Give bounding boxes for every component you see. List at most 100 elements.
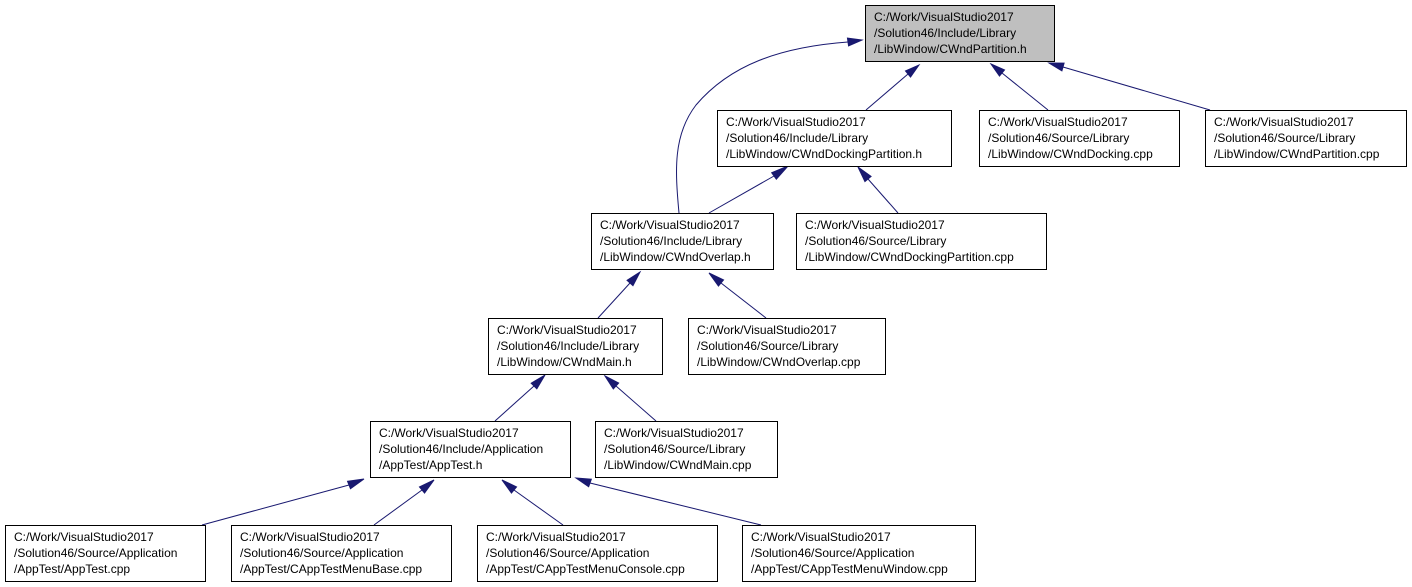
node-label-line: /Solution46/Include/Library: [600, 234, 742, 248]
arrowhead-icon: [846, 37, 864, 47]
node-label-line: /AppTest/CAppTestMenuBase.cpp: [240, 562, 422, 576]
file-node-cwndoverlap-h[interactable]: C:/Work/VisualStudio2017/Solution46/Incl…: [591, 213, 774, 270]
dependency-edge-n12-n8: [501, 479, 564, 526]
file-node-capptestmenubase-cpp[interactable]: C:/Work/VisualStudio2017/Solution46/Sour…: [231, 525, 452, 582]
node-label-line: /Solution46/Source/Application: [486, 546, 649, 560]
node-label-line: C:/Work/VisualStudio2017: [805, 218, 945, 232]
node-label-line: /Solution46/Source/Library: [988, 131, 1129, 145]
node-label-line: /Solution46/Source/Library: [697, 339, 838, 353]
root-node-cwndpartition-h[interactable]: C:/Work/VisualStudio2017/Solution46/Incl…: [865, 5, 1055, 62]
node-label-line: /Solution46/Source/Application: [14, 546, 177, 560]
node-box: [595, 421, 778, 478]
node-box: [979, 110, 1180, 167]
file-node-cwndpartition-cpp[interactable]: C:/Work/VisualStudio2017/Solution46/Sour…: [1205, 110, 1407, 167]
node-label-line: C:/Work/VisualStudio2017: [604, 426, 744, 440]
file-node-apptest-h[interactable]: C:/Work/VisualStudio2017/Solution46/Incl…: [370, 421, 571, 478]
node-label-line: C:/Work/VisualStudio2017: [751, 530, 891, 544]
node-label-line: C:/Work/VisualStudio2017: [697, 323, 837, 337]
node-label-line: C:/Work/VisualStudio2017: [497, 323, 637, 337]
node-label-line: /LibWindow/CWndDockingPartition.h: [726, 147, 922, 161]
edge-line: [720, 282, 767, 319]
arrowhead-icon: [708, 272, 725, 287]
node-label-line: C:/Work/VisualStudio2017: [874, 10, 1014, 24]
edge-line: [589, 482, 762, 526]
dependency-edge-n1-n0: [865, 63, 921, 111]
node-box: [231, 525, 452, 582]
file-node-cwndmain-h[interactable]: C:/Work/VisualStudio2017/Solution46/Incl…: [488, 318, 663, 375]
node-label-line: /LibWindow/CWndPartition.cpp: [1214, 147, 1380, 161]
dependency-edge-n7-n4: [708, 272, 767, 319]
file-node-cwnddockingpartition-cpp[interactable]: C:/Work/VisualStudio2017/Solution46/Sour…: [796, 213, 1047, 270]
node-label-line: C:/Work/VisualStudio2017: [988, 115, 1128, 129]
dependency-edge-n9-n6: [603, 374, 657, 422]
dependency-edge-n5-n1: [857, 166, 899, 214]
dependency-edge-n10-n8: [201, 478, 365, 526]
node-label-line: /Solution46/Source/Library: [805, 234, 946, 248]
dependency-edge-n2-n0: [989, 62, 1049, 111]
node-box: [477, 525, 718, 582]
node-label-line: C:/Work/VisualStudio2017: [486, 530, 626, 544]
node-label-line: /Solution46/Source/Application: [751, 546, 914, 560]
node-box: [717, 110, 952, 167]
arrowhead-icon: [1047, 62, 1065, 72]
node-label-line: /Solution46/Source/Application: [240, 546, 403, 560]
file-node-cwnddockingpartition-h[interactable]: C:/Work/VisualStudio2017/Solution46/Incl…: [717, 110, 952, 167]
arrowhead-icon: [603, 374, 620, 390]
arrowhead-icon: [857, 166, 872, 183]
arrowhead-icon: [574, 477, 593, 488]
dependency-edge-n4-n1: [708, 165, 789, 214]
edge-line: [494, 385, 535, 422]
node-label-line: /LibWindow/CWndDockingPartition.cpp: [805, 250, 1014, 264]
node-label-line: C:/Work/VisualStudio2017: [14, 530, 154, 544]
arrowhead-icon: [501, 479, 518, 494]
node-label-line: /Solution46/Include/Library: [497, 339, 639, 353]
node-label-line: /Solution46/Include/Library: [874, 26, 1016, 40]
node-label-line: /Solution46/Include/Library: [726, 131, 868, 145]
node-label-line: /Solution46/Source/Library: [604, 442, 745, 456]
edge-line: [867, 178, 899, 214]
node-label-line: C:/Work/VisualStudio2017: [379, 426, 519, 440]
node-label-line: /AppTest/CAppTestMenuConsole.cpp: [486, 562, 685, 576]
node-layer: C:/Work/VisualStudio2017/Solution46/Incl…: [5, 5, 1407, 582]
file-node-capptestmenuconsole-cpp[interactable]: C:/Work/VisualStudio2017/Solution46/Sour…: [477, 525, 718, 582]
node-label-line: /AppTest/AppTest.cpp: [14, 562, 130, 576]
node-label-line: C:/Work/VisualStudio2017: [1214, 115, 1354, 129]
dependency-edge-n11-n8: [373, 479, 435, 526]
arrowhead-icon: [530, 374, 546, 390]
arrowhead-icon: [989, 62, 1006, 77]
file-node-cwndoverlap-cpp[interactable]: C:/Work/VisualStudio2017/Solution46/Sour…: [688, 318, 886, 375]
node-label-line: /Solution46/Source/Library: [1214, 131, 1355, 145]
file-node-apptest-cpp[interactable]: C:/Work/VisualStudio2017/Solution46/Sour…: [5, 525, 206, 582]
dependency-edge-n3-n0: [1047, 62, 1211, 111]
edge-line: [865, 73, 909, 111]
arrowhead-icon: [346, 478, 365, 490]
node-box: [5, 525, 206, 582]
dependency-edge-n4-n0: [676, 37, 864, 214]
node-box: [1205, 110, 1407, 167]
edge-line: [201, 484, 350, 526]
node-label-line: /LibWindow/CWndPartition.h: [874, 42, 1027, 56]
node-box: [865, 5, 1055, 62]
node-box: [742, 525, 976, 582]
node-label-line: /LibWindow/CWndMain.cpp: [604, 458, 752, 472]
edge-line: [597, 282, 631, 319]
edge-line: [615, 385, 657, 422]
file-node-cwndmain-cpp[interactable]: C:/Work/VisualStudio2017/Solution46/Sour…: [595, 421, 778, 478]
node-label-line: /LibWindow/CWndOverlap.cpp: [697, 355, 861, 369]
node-label-line: C:/Work/VisualStudio2017: [726, 115, 866, 129]
file-node-cwnddocking-cpp[interactable]: C:/Work/VisualStudio2017/Solution46/Sour…: [979, 110, 1180, 167]
node-box: [688, 318, 886, 375]
node-box: [488, 318, 663, 375]
node-label-line: /AppTest/AppTest.h: [379, 458, 482, 472]
dependency-edge-n6-n4: [597, 270, 642, 319]
edge-layer: [201, 37, 1211, 526]
node-box: [796, 213, 1047, 270]
edge-line: [676, 41, 849, 214]
node-box: [591, 213, 774, 270]
edge-line: [513, 489, 564, 526]
edge-line: [1001, 72, 1049, 111]
file-node-capptestmenuwindow-cpp[interactable]: C:/Work/VisualStudio2017/Solution46/Sour…: [742, 525, 976, 582]
edge-line: [373, 489, 423, 526]
arrowhead-icon: [770, 165, 789, 181]
